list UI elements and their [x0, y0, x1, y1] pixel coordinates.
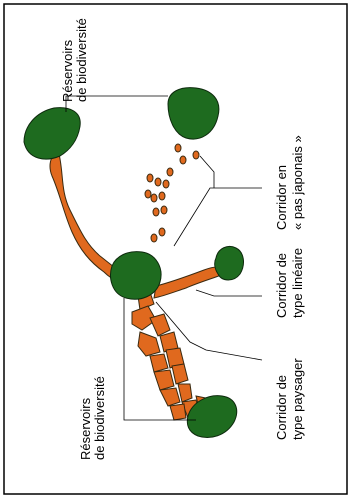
label-reservoirs-top-line2: de biodiversité	[74, 18, 89, 102]
label-landscape: Corridor de type paysager	[274, 358, 305, 440]
label-linear-line2: type linéaire	[290, 248, 305, 318]
label-reservoirs-bottom-line2: de biodiversité	[92, 376, 107, 460]
reservoir-right	[215, 246, 244, 280]
reservoir-top-left	[24, 108, 80, 159]
leader-stepping-stone	[174, 188, 262, 246]
reservoir-center	[111, 252, 161, 300]
leader-stepping-stone-b	[200, 156, 214, 188]
label-reservoirs-top: Réservoirs de biodiversité	[60, 18, 89, 102]
label-stepping-stone: Corridor en « pas japonais »	[274, 135, 305, 230]
reservoirs	[24, 88, 243, 438]
label-reservoirs-bottom-line1: Réservoirs	[78, 397, 93, 460]
label-landscape-line1: Corridor de	[274, 375, 289, 440]
label-landscape-line2: type paysager	[290, 358, 305, 440]
reservoir-top-right	[168, 88, 219, 139]
leader-linear	[196, 290, 262, 296]
label-stepping-stone-line1: Corridor en	[274, 165, 289, 230]
label-linear-line1: Corridor de	[274, 253, 289, 318]
label-linear: Corridor de type linéaire	[274, 248, 305, 318]
corridor-landscape-patches	[132, 292, 208, 420]
corridor-stepping-stones	[145, 144, 199, 242]
corridor-linear-right	[154, 267, 224, 298]
label-stepping-stone-line2: « pas japonais »	[290, 135, 305, 230]
label-reservoirs-bottom: Réservoirs de biodiversité	[78, 376, 107, 460]
label-reservoirs-top-line1: Réservoirs	[60, 39, 75, 102]
